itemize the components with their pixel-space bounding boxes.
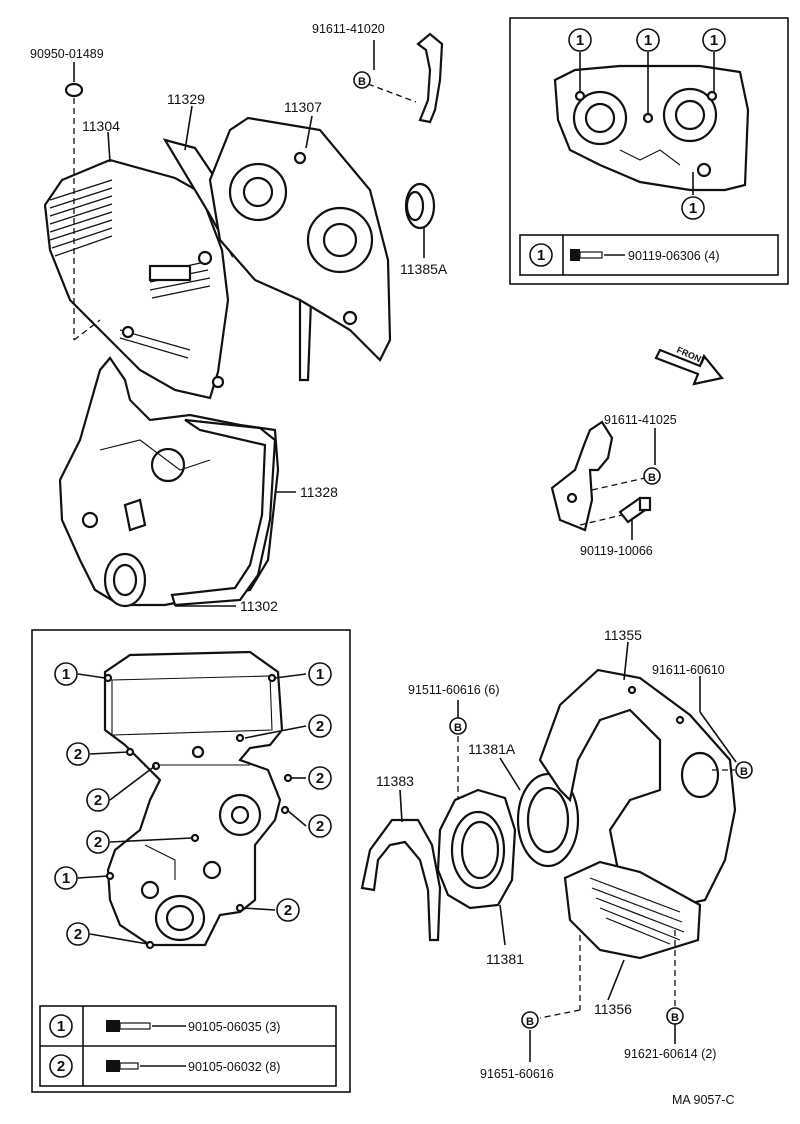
callout-11385A: 11385A (400, 261, 448, 277)
bolt-icon (106, 1060, 139, 1072)
leader-line (499, 904, 506, 946)
marker-1: 1 (316, 666, 324, 683)
top-right-detail-box: 1 1 1 1 1 90119-06306 (4) (509, 17, 789, 285)
legend-part-90105-06032: 90105-06032 (8) (188, 1060, 280, 1074)
part-11381-seal-retainer (436, 788, 517, 910)
dashed-guide (367, 83, 417, 103)
callout-91621-60614: 91621-60614 (2) (624, 1047, 716, 1061)
part-11304-cover-no2 (43, 158, 230, 400)
legend-marker-2: 2 (57, 1058, 65, 1075)
marker-b-text: B (648, 472, 656, 484)
part-90950-grommet (64, 82, 84, 98)
marker-b (643, 467, 661, 485)
dashed-guide (539, 1009, 581, 1019)
part-91611-41025-bracket (550, 420, 614, 532)
leader-line (699, 711, 737, 763)
marker-2: 2 (316, 770, 324, 787)
dashed-guide (73, 319, 101, 341)
marker-1: 1 (576, 32, 584, 49)
callout-91611-41020: 91611-41020 (312, 22, 385, 36)
legend-part-90119-06306: 90119-06306 (4) (628, 249, 720, 263)
marker-1: 1 (689, 200, 697, 217)
marker-b (353, 71, 371, 89)
leader-line (305, 115, 313, 149)
marker-2: 2 (74, 746, 82, 763)
marker-b (666, 1007, 684, 1025)
marker-b (449, 717, 467, 735)
part-11383-retainer-gasket (360, 818, 442, 942)
part-11356-plate (563, 860, 702, 960)
callout-91511-60616: 91511-60616 (6) (408, 683, 500, 697)
front-arrow-icon: FRONT (654, 345, 724, 386)
marker-b-text: B (526, 1016, 534, 1028)
leader-line (399, 789, 403, 823)
part-90119-10066-bolt (618, 496, 652, 524)
marker-b (735, 761, 753, 779)
bolt-icon (570, 249, 603, 261)
marker-1: 1 (62, 870, 70, 887)
bolt-icon (106, 1020, 151, 1032)
callout-11304: 11304 (82, 118, 120, 134)
marker-2: 2 (74, 926, 82, 943)
marker-2: 2 (316, 818, 324, 835)
part-11302-cover-no1 (58, 356, 280, 608)
marker-2: 2 (94, 792, 102, 809)
part-91611-41020-bracket (416, 32, 444, 124)
dashed-guide (591, 477, 646, 491)
marker-b-text: B (358, 76, 366, 88)
legend-part-90105-06035: 90105-06035 (3) (188, 1020, 280, 1034)
callout-11328: 11328 (300, 484, 338, 500)
marker-2: 2 (94, 834, 102, 851)
callout-90119-10066: 90119-10066 (580, 544, 653, 558)
marker-2: 2 (284, 902, 292, 919)
callout-11355: 11355 (604, 627, 642, 643)
marker-b-text: B (671, 1012, 679, 1024)
leader-line (499, 757, 521, 791)
marker-2: 2 (316, 718, 324, 735)
callout-11356: 11356 (594, 1001, 632, 1017)
callout-11329: 11329 (167, 91, 205, 107)
marker-1: 1 (62, 666, 70, 683)
leader-line (184, 105, 193, 151)
marker-b-text: B (454, 722, 462, 734)
bottom-left-detail-box: 1 1 2 2 2 2 2 2 1 2 2 1 2 90105-06035 (3… (31, 629, 351, 1093)
marker-1: 1 (710, 32, 718, 49)
callout-11381: 11381 (486, 951, 524, 967)
callout-11383: 11383 (376, 773, 414, 789)
marker-b-text: B (740, 766, 748, 778)
dashed-guide (579, 514, 623, 526)
callout-91611-41025: 91611-41025 (604, 413, 677, 427)
marker-b (521, 1011, 539, 1029)
part-11385A-seal (404, 182, 436, 230)
callout-11381A: 11381A (468, 741, 516, 757)
part-11381A-oil-seal (516, 772, 580, 868)
part-11328-gasket (170, 418, 277, 607)
legend-marker-1: 1 (537, 247, 545, 264)
drawing-code: MA 9057-C (672, 1093, 735, 1107)
leader-line (623, 641, 629, 681)
callout-11302: 11302 (240, 598, 278, 614)
leader-line (107, 131, 111, 163)
leader-line (607, 959, 625, 1001)
callout-11307: 11307 (284, 99, 322, 115)
callout-91611-60610: 91611-60610 (652, 663, 725, 677)
callout-91651-60616: 91651-60616 (480, 1067, 554, 1081)
legend-marker-1: 1 (57, 1018, 65, 1035)
callout-90950-01489: 90950-01489 (30, 47, 104, 61)
part-11307-cover-no3 (208, 116, 392, 362)
marker-1: 1 (644, 32, 652, 49)
